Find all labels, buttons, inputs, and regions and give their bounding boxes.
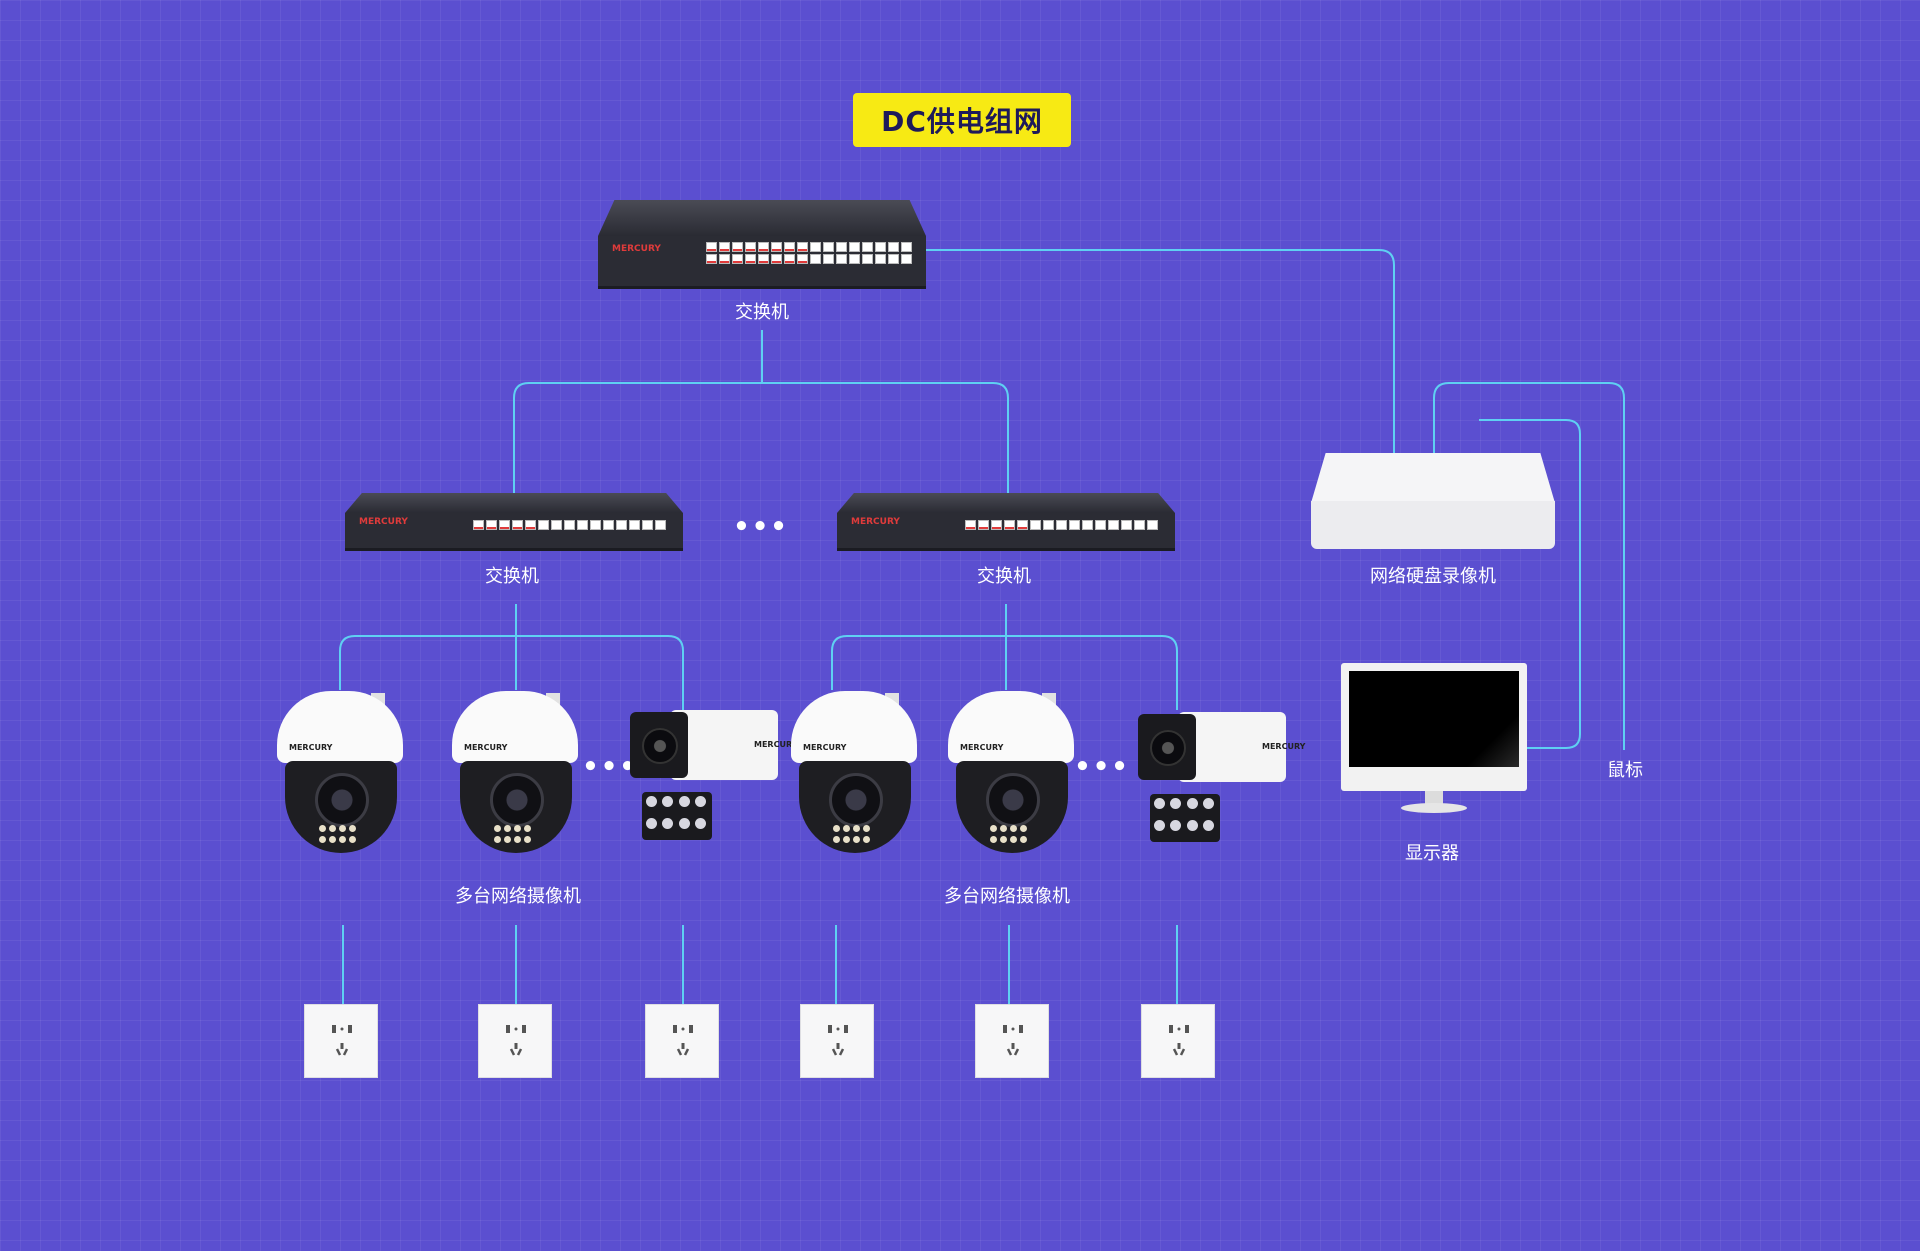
- cameras-b-label: 多台网络摄像机: [944, 886, 1070, 907]
- power-socket-icon: [800, 1004, 874, 1078]
- switch-a-icon: MERCURY: [345, 493, 683, 551]
- camera-brand: MERCURY: [754, 740, 798, 749]
- camera-brand: MERCURY: [960, 743, 1004, 752]
- switch-b-icon: MERCURY: [837, 493, 1175, 551]
- nvr-label: 网络硬盘录像机: [1370, 566, 1496, 587]
- mouse-label: 鼠标: [1607, 760, 1643, 781]
- camera-brand: MERCURY: [803, 743, 847, 752]
- link-core-to-nvr: [925, 249, 1395, 455]
- camera-ellipsis-a: •••: [582, 752, 638, 782]
- nvr-icon: [1311, 453, 1555, 549]
- power-socket-icon: [975, 1004, 1049, 1078]
- dome-camera-icon: MERCURY: [789, 691, 919, 856]
- switch-brand: MERCURY: [612, 244, 661, 254]
- link-cameras-to-sockets: [342, 925, 1178, 1004]
- bullet-camera-icon: MERCURY: [630, 710, 797, 845]
- camera-brand: MERCURY: [1262, 742, 1306, 751]
- cameras-a-label: 多台网络摄像机: [455, 886, 581, 907]
- switch-brand: MERCURY: [359, 517, 408, 527]
- link-nvr-to-monitor: [1479, 419, 1581, 749]
- diagram-title: DC供电组网: [853, 93, 1071, 147]
- power-socket-icon: [1141, 1004, 1215, 1078]
- bullet-camera-icon: MERCURY: [1138, 712, 1305, 847]
- power-socket-icon: [304, 1004, 378, 1078]
- camera-brand: MERCURY: [289, 743, 333, 752]
- switch-ellipsis: •••: [733, 512, 789, 542]
- link-switch-a-to-cameras: [339, 604, 684, 710]
- core-switch-icon: MERCURY: [598, 200, 926, 289]
- monitor-label: 显示器: [1405, 843, 1459, 864]
- switch-brand: MERCURY: [851, 517, 900, 527]
- power-socket-icon: [645, 1004, 719, 1078]
- camera-ellipsis-b: •••: [1074, 752, 1130, 782]
- link-nvr-to-mouse: [1433, 382, 1625, 750]
- camera-brand: MERCURY: [464, 743, 508, 752]
- dome-camera-icon: MERCURY: [450, 691, 580, 856]
- power-socket-icon: [478, 1004, 552, 1078]
- core-switch-label: 交换机: [735, 302, 789, 323]
- switch-b-label: 交换机: [977, 566, 1031, 587]
- dome-camera-icon: MERCURY: [946, 691, 1076, 856]
- dome-camera-icon: MERCURY: [275, 691, 405, 856]
- link-core-to-switches: [513, 330, 1009, 495]
- monitor-icon: [1341, 663, 1527, 818]
- link-switch-b-to-cameras: [831, 604, 1178, 710]
- switch-a-label: 交换机: [485, 566, 539, 587]
